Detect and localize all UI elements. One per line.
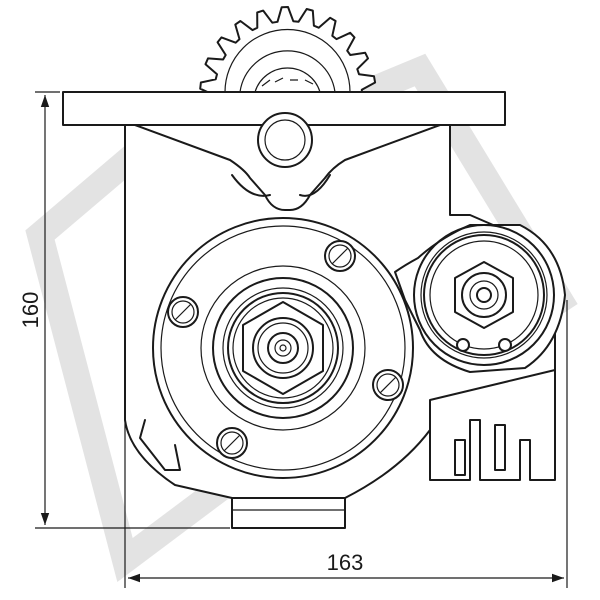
cover-bolts (167, 240, 404, 459)
bolt-top-right (324, 240, 356, 272)
dimension-width: 163 (124, 300, 568, 588)
bolt-left (167, 296, 199, 328)
width-dimension-label: 163 (327, 550, 364, 575)
dimension-height: 160 (18, 91, 230, 529)
main-hex-nut (242, 301, 324, 395)
locating-bore (257, 112, 313, 168)
bolt-bottom-left (216, 427, 248, 459)
mounting-foot (231, 497, 346, 529)
height-dimension-label: 160 (18, 292, 43, 329)
secondary-pump-head (394, 224, 566, 373)
bolt-right (372, 369, 404, 401)
